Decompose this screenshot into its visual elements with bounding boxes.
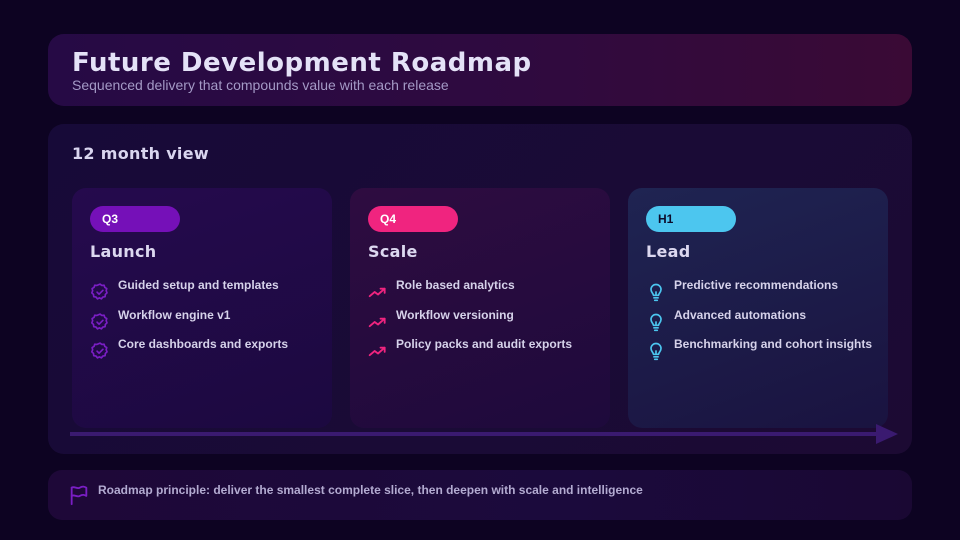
item-label: Core dashboards and exports — [118, 337, 289, 351]
trending-up-icon — [368, 317, 386, 327]
principle-text: Roadmap principle: deliver the smallest … — [98, 483, 643, 497]
item-label: Benchmarking and cohort insights — [674, 337, 873, 351]
lightbulb-icon — [650, 283, 662, 302]
list-item: Core dashboards and exports — [90, 337, 322, 367]
phase-title: Scale — [368, 242, 418, 261]
phase-card-lead: H1 Lead Predictive recommendations Advan… — [628, 188, 888, 428]
check-badge-icon — [91, 283, 108, 300]
list-item: Advanced automations — [646, 308, 878, 338]
section-title: 12 month view — [72, 144, 209, 163]
item-label: Advanced automations — [674, 307, 807, 322]
trending-up-icon — [368, 287, 386, 298]
phase-title: Lead — [646, 242, 691, 261]
item-label: Guided setup and templates — [118, 278, 279, 292]
list-item: Workflow versioning — [368, 308, 600, 338]
item-label: Predictive recommendations — [674, 278, 839, 292]
item-label: Role based analytics — [396, 278, 515, 292]
phase-title: Launch — [90, 242, 157, 261]
list-item: Role based analytics — [368, 278, 600, 308]
lightbulb-icon — [650, 342, 662, 361]
list-item: Benchmarking and cohort insights — [646, 337, 878, 367]
list-item: Predictive recommendations — [646, 278, 878, 308]
list-item: Policy packs and audit exports — [368, 337, 600, 367]
item-label: Workflow versioning — [396, 307, 514, 322]
roadmap-panel: 12 month view Q3 Launch Guided setup and… — [48, 124, 912, 454]
check-badge-icon — [91, 342, 108, 359]
phase-card-scale: Q4 Scale Role based analytics Workflow v… — [350, 188, 610, 428]
phase-badge: H1 — [646, 206, 736, 232]
item-label: Policy packs and audit exports — [396, 337, 573, 351]
lightbulb-icon — [650, 313, 662, 331]
check-badge-icon — [91, 312, 108, 330]
header-banner: Future Development Roadmap Sequenced del… — [48, 34, 912, 106]
page-subtitle: Sequenced delivery that compounds value … — [72, 77, 449, 93]
list-item: Workflow engine v1 — [90, 308, 322, 338]
list-item: Guided setup and templates — [90, 278, 322, 308]
timeline-axis — [70, 432, 882, 436]
principle-callout: Roadmap principle: deliver the smallest … — [48, 470, 912, 520]
phase-card-launch: Q3 Launch Guided setup and templates Wor… — [72, 188, 332, 428]
page-title: Future Development Roadmap — [72, 48, 532, 78]
phase-badge: Q3 — [90, 206, 180, 232]
timeline-arrow-icon — [876, 424, 898, 444]
item-label: Workflow engine v1 — [118, 307, 231, 322]
phase-badge: Q4 — [368, 206, 458, 232]
trending-up-icon — [368, 346, 386, 357]
flag-icon — [70, 485, 88, 506]
